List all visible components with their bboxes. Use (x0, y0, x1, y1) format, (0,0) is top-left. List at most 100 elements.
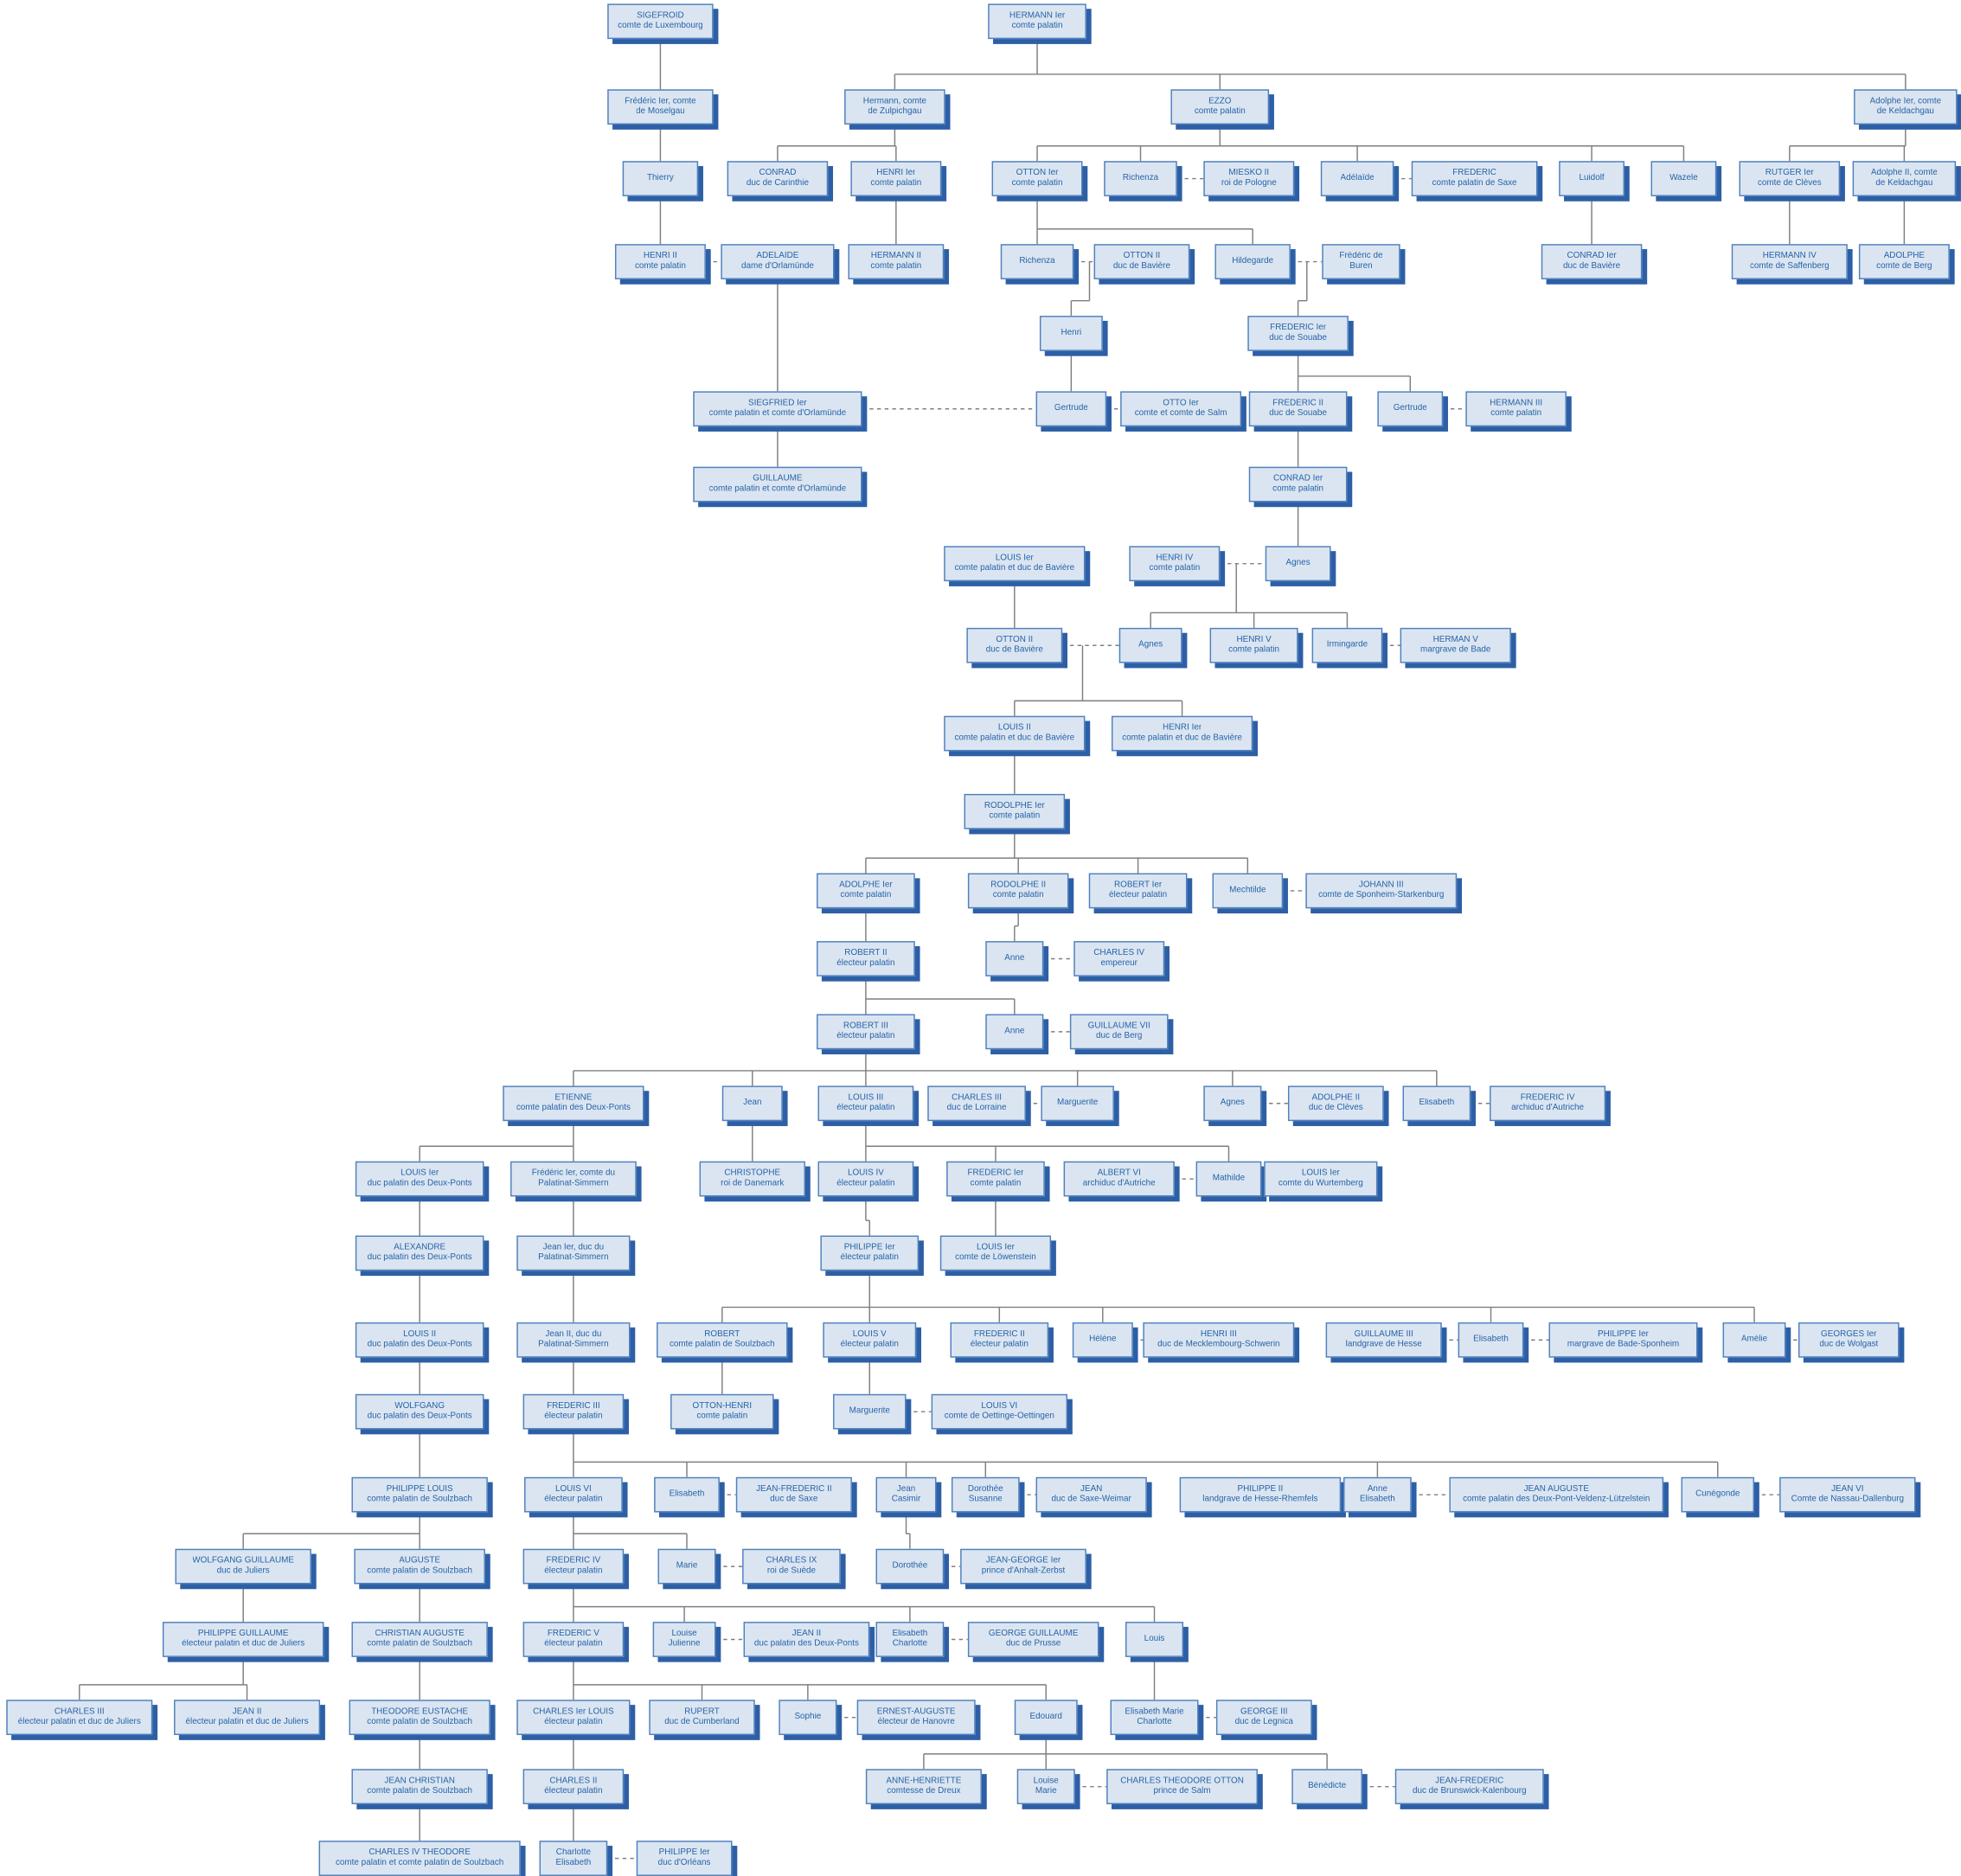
person-node-n56[interactable]: Anne (985, 941, 1044, 976)
person-node-n32[interactable]: Gertrude (1035, 391, 1107, 427)
person-node-n16[interactable]: Wazele (1650, 161, 1717, 196)
person-node-n141[interactable]: Bénédicte (1291, 1769, 1362, 1805)
person-node-n109[interactable]: Cunégonde (1681, 1476, 1755, 1513)
person-node-n7[interactable]: Thierry (622, 161, 699, 196)
person-node-n76[interactable]: Mathilde (1195, 1161, 1262, 1197)
person-node-n65[interactable]: Marguerite (1041, 1085, 1114, 1122)
person-node-n131[interactable]: Sophie (779, 1700, 837, 1736)
person-node-n97[interactable]: Marguerite (833, 1393, 907, 1430)
person-node-n13[interactable]: Adélaïde (1320, 161, 1394, 196)
person-node-n24[interactable]: Hildegarde (1214, 244, 1291, 279)
person-node-n15[interactable]: Luidolf (1559, 161, 1625, 196)
person-node-n90[interactable]: Elisabeth (1458, 1322, 1524, 1358)
person-node-n133[interactable]: Edouard (1014, 1700, 1078, 1736)
person-node-n125[interactable]: Louis (1125, 1622, 1184, 1657)
person-node-n11[interactable]: Richenza (1104, 161, 1177, 196)
person-node-n29[interactable]: Henri (1039, 316, 1103, 351)
person-node-n45[interactable]: Irmingarde (1311, 627, 1383, 663)
person-node-n87[interactable]: Hélène (1072, 1322, 1133, 1358)
person-node-n59[interactable]: Anne (985, 1014, 1044, 1050)
person-node-n116[interactable]: Dorothée (875, 1548, 945, 1585)
person-node-n101[interactable]: Elisabeth (654, 1476, 720, 1513)
person-node-n66[interactable]: Agnes (1203, 1085, 1262, 1122)
person-node-n43[interactable]: Agnes (1118, 627, 1182, 663)
person-node-n53[interactable]: Mechtilde (1212, 873, 1284, 909)
